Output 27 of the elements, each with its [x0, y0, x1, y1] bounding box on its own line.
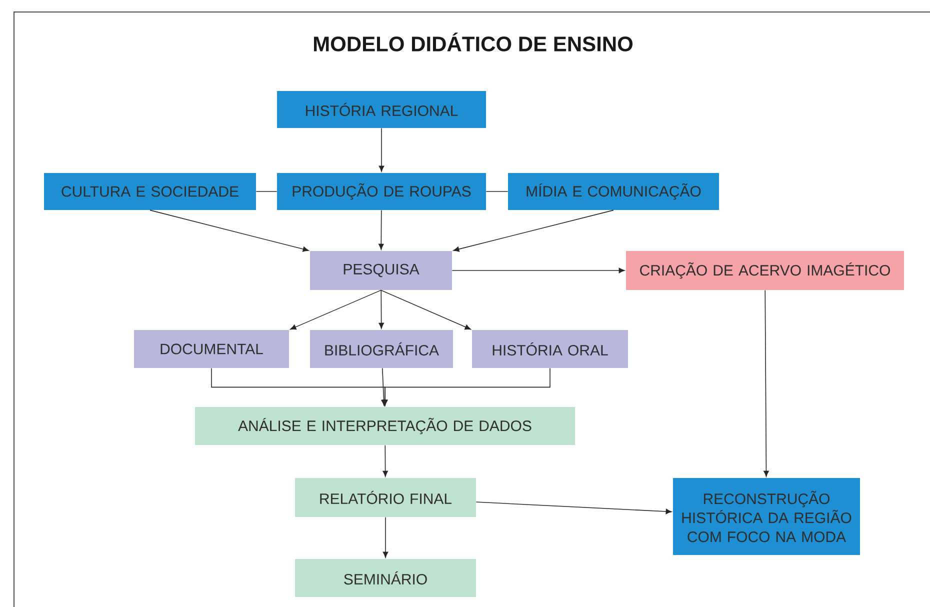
process-box: DOCUMENTAL — [134, 330, 289, 368]
title: MODELO DIDÁTICO DE ENSINO — [314, 32, 633, 52]
arrow — [382, 516, 388, 558]
process-box: ANÁLISE E INTERPRETAÇÃO DE DADOS — [195, 407, 575, 445]
arrow — [764, 290, 769, 477]
arrow — [380, 290, 471, 330]
process-box: HISTÓRIA ORAL — [472, 330, 628, 368]
arrow — [476, 502, 672, 514]
arrow — [382, 444, 388, 477]
arrow — [382, 368, 550, 406]
arrow — [378, 128, 384, 172]
process-box: BIBLIOGRÁFICA — [310, 330, 453, 368]
process-box: PRODUÇÃO DE ROUPAS — [277, 173, 486, 210]
process-box: RECONSTRUÇÃO HISTÓRICA DA REGIÃO COM FOCO NA MODA — [673, 478, 860, 555]
arrow — [452, 268, 625, 274]
arrow — [290, 290, 382, 330]
arrow — [150, 210, 309, 252]
process-box: PESQUISA — [310, 251, 452, 290]
process-box: CRIAÇÃO DE ACERVO IMAGÉTICO — [626, 251, 904, 290]
arrow — [378, 290, 384, 329]
process-box: CULTURA E SOCIEDADE — [44, 173, 256, 210]
process-box: HISTÓRIA REGIONAL — [277, 91, 486, 128]
process-box: SEMINÁRIO — [295, 559, 476, 597]
process-box: RELATÓRIO FINAL — [295, 478, 476, 517]
process-box: MÍDIA E COMUNICAÇÃO — [508, 173, 719, 210]
arrow — [378, 210, 384, 250]
arrow — [453, 210, 614, 252]
